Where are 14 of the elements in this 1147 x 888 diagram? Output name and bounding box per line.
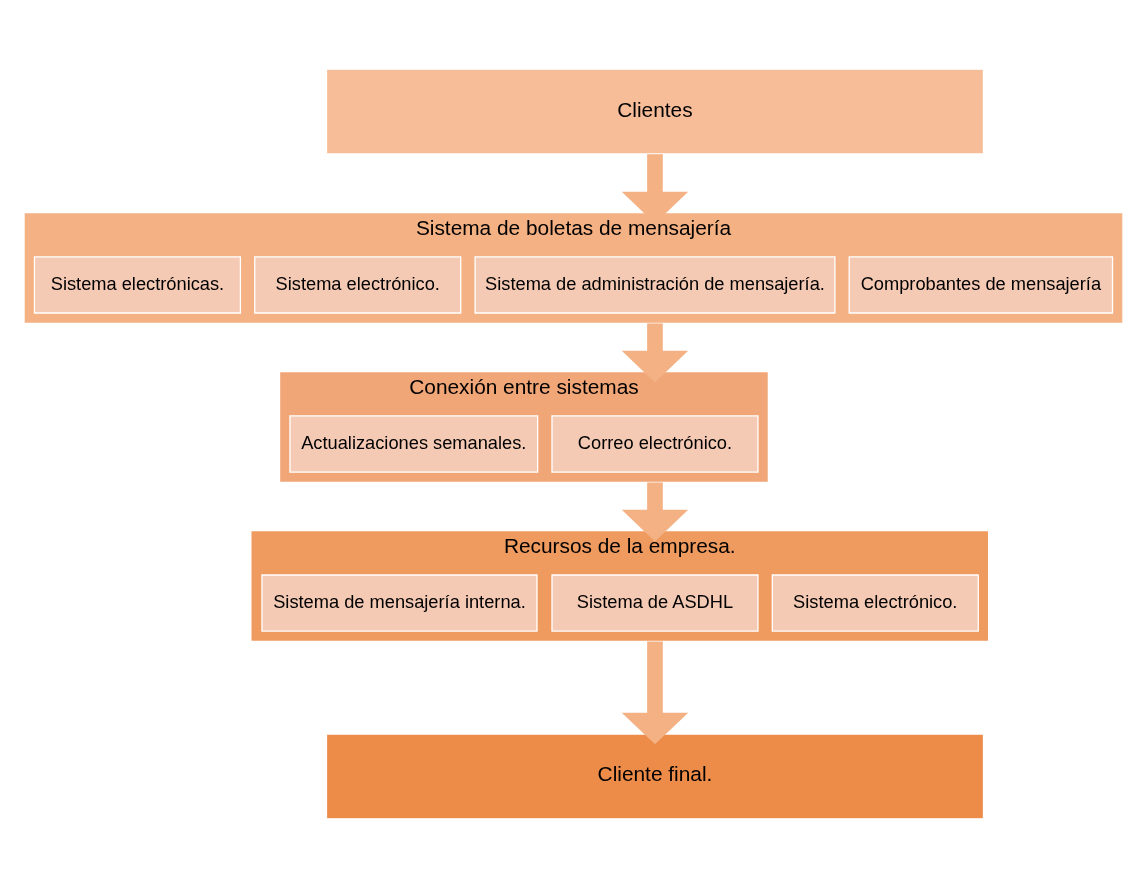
arrow: [621, 482, 689, 542]
node-box: Correo electrónico.: [551, 415, 759, 473]
node-box: Sistema electrónicas.: [33, 256, 242, 314]
node-box: Actualizaciones semanales.: [289, 415, 539, 473]
arrow: [621, 641, 689, 745]
node-box: Sistema de mensajería interna.: [261, 574, 538, 632]
node-box: Sistema electrónico.: [771, 574, 979, 632]
node-box: Sistema de administración de mensajería.: [474, 256, 836, 314]
node-box: Sistema de ASDHL: [551, 574, 759, 632]
node-box: Comprobantes de mensajería: [848, 256, 1114, 314]
node-box: Cliente final.: [325, 733, 985, 820]
node-box: Sistema electrónico.: [254, 256, 462, 314]
arrow: [621, 323, 689, 383]
node-box: Clientes: [325, 68, 985, 155]
